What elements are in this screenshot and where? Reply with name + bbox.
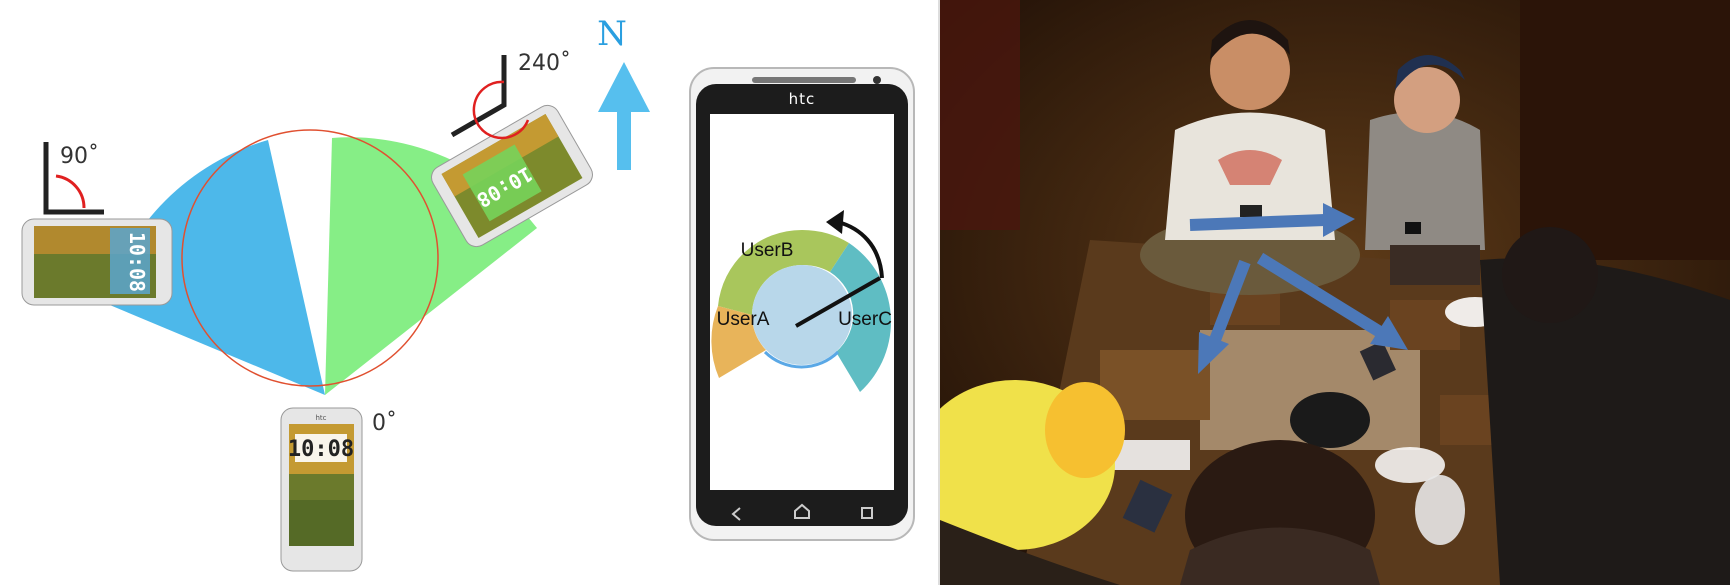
phone-bottom: htc 10:08: [280, 407, 363, 572]
range-circle: [181, 129, 439, 387]
person-bottom-center: [1122, 440, 1380, 585]
home-icon[interactable]: [794, 503, 810, 519]
north-label: N: [597, 14, 627, 54]
recent-apps-icon[interactable]: [861, 507, 873, 519]
clock-left: 10:08: [125, 232, 149, 292]
label-userA: UserA: [717, 309, 770, 330]
person-right-top: [1365, 55, 1485, 285]
arrow-right: [1189, 203, 1355, 237]
angle-label-bottom: 0˚: [372, 411, 397, 436]
angle-label-left: 90˚: [60, 144, 99, 169]
person-top: [1140, 20, 1360, 295]
phone-left: 10:08: [21, 218, 173, 306]
blue-sector: [105, 140, 325, 395]
clock-bottom: 10:08: [288, 437, 354, 462]
north-arrow: [598, 62, 650, 170]
arrow-down-right: [1256, 252, 1408, 350]
center-circle: [752, 265, 852, 365]
label-userC: UserC: [838, 309, 892, 330]
angle-marker-left: [43, 142, 104, 215]
phone-bottom-brand: htc: [315, 414, 326, 422]
orientation-diagram: 10:08 10:08 htc 10:08 90˚ 240˚ 0˚ N: [21, 14, 915, 572]
panel-divider: [938, 0, 940, 585]
direction-pointer: [795, 276, 881, 328]
arrow-down-left: [1198, 259, 1251, 374]
angle-label-top-right: 240˚: [518, 51, 571, 76]
back-icon[interactable]: [731, 507, 741, 521]
phone-brand-label: htc: [789, 90, 816, 108]
segment-userA: [711, 306, 766, 378]
rotation-arrow: [837, 220, 884, 279]
restaurant-photo: [940, 0, 1730, 585]
label-userB: UserB: [741, 240, 794, 261]
person-bottom-left: [940, 380, 1125, 585]
person-right: [1359, 227, 1730, 585]
segment-userB: [718, 229, 802, 315]
phone-top-right: 10:08: [431, 104, 593, 248]
angle-marker-top-right: [450, 55, 530, 140]
